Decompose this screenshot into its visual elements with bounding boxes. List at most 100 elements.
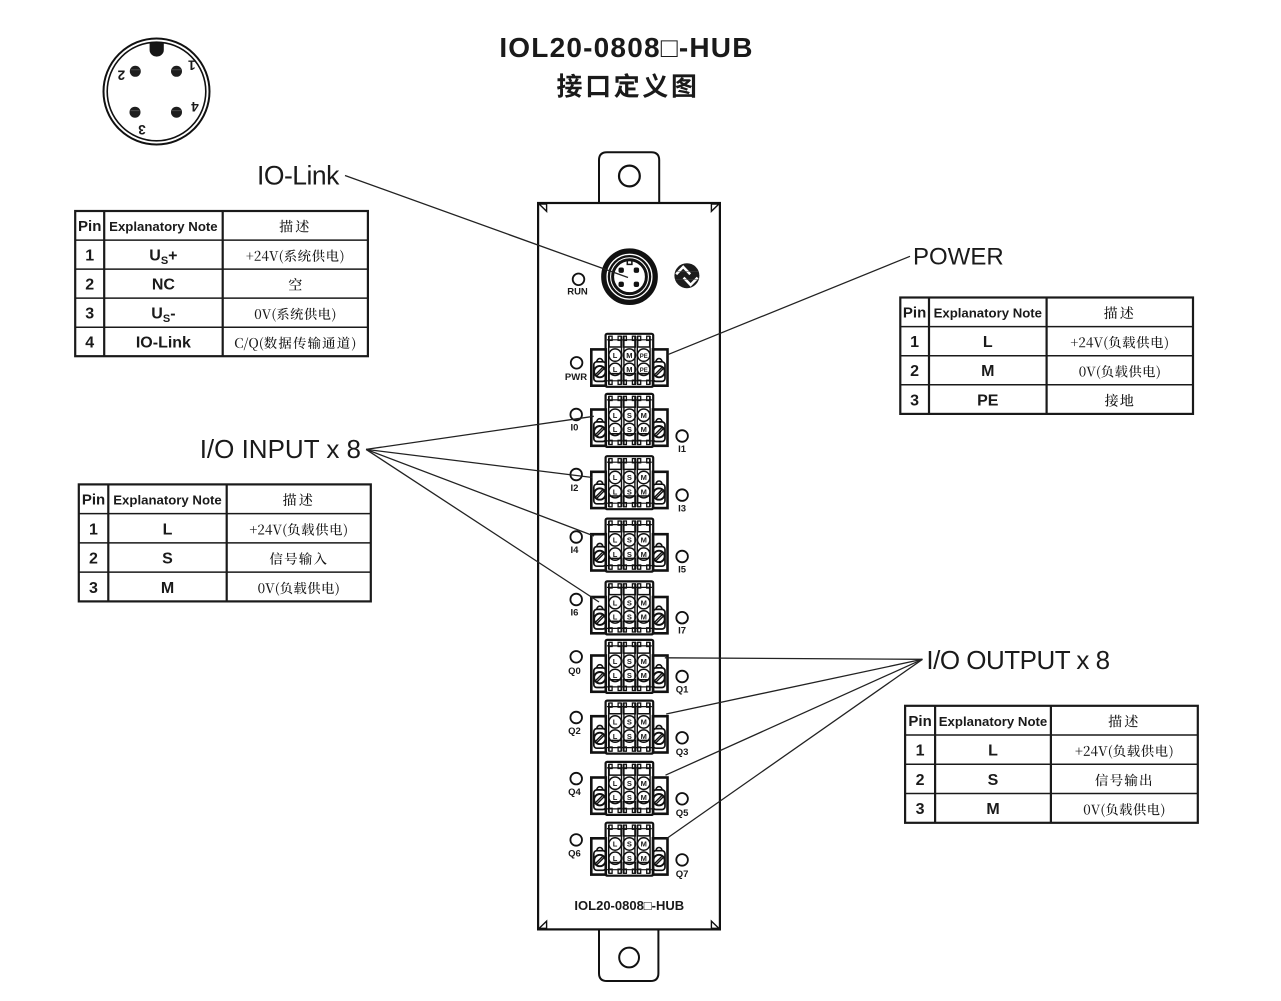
- svg-text:M: M: [626, 351, 632, 360]
- svg-text:M: M: [641, 718, 647, 727]
- svg-text:1: 1: [85, 248, 94, 265]
- svg-text:I6: I6: [571, 608, 579, 619]
- svg-text:S: S: [162, 551, 173, 568]
- svg-text:2: 2: [89, 551, 98, 568]
- svg-text:M: M: [641, 550, 647, 559]
- svg-text:Explanatory Note: Explanatory Note: [939, 714, 1047, 729]
- svg-text:I3: I3: [678, 504, 686, 515]
- svg-text:L: L: [613, 550, 618, 559]
- svg-text:I4: I4: [571, 545, 580, 556]
- svg-text:S: S: [627, 718, 632, 727]
- svg-text:L: L: [613, 411, 618, 420]
- svg-text:S: S: [627, 657, 632, 666]
- svg-text:IOL20-0808□-HUB: IOL20-0808□-HUB: [574, 898, 684, 913]
- svg-text:L: L: [163, 521, 173, 538]
- svg-text:L: L: [613, 657, 618, 666]
- svg-text:Explanatory Note: Explanatory Note: [109, 219, 217, 234]
- svg-text:I2: I2: [571, 483, 579, 494]
- svg-text:NC: NC: [152, 277, 176, 294]
- svg-text:I7: I7: [678, 626, 686, 637]
- svg-text:Q3: Q3: [676, 747, 689, 758]
- svg-text:S: S: [627, 550, 632, 559]
- svg-text:PE: PE: [977, 392, 999, 409]
- svg-text:M: M: [626, 365, 632, 374]
- svg-text:2: 2: [85, 277, 94, 294]
- svg-text:S: S: [627, 411, 632, 420]
- svg-text:PWR: PWR: [565, 372, 587, 383]
- svg-text:S: S: [627, 425, 632, 434]
- svg-text:2: 2: [118, 68, 126, 83]
- svg-text:Pin: Pin: [82, 492, 105, 509]
- svg-text:I5: I5: [678, 565, 687, 576]
- svg-text:L: L: [613, 613, 618, 622]
- svg-text:Q7: Q7: [676, 869, 689, 880]
- svg-text:Q6: Q6: [568, 849, 581, 860]
- svg-text:S: S: [627, 613, 632, 622]
- svg-text:S: S: [627, 793, 632, 802]
- svg-text:3: 3: [85, 306, 94, 323]
- svg-text:Explanatory Note: Explanatory Note: [113, 493, 221, 508]
- svg-text:S: S: [627, 732, 632, 741]
- svg-text:Q0: Q0: [568, 666, 581, 677]
- svg-text:POWER: POWER: [913, 244, 1004, 271]
- svg-text:S: S: [988, 772, 999, 789]
- svg-text:4: 4: [85, 335, 94, 352]
- svg-text:S: S: [627, 671, 632, 680]
- svg-text:3: 3: [138, 122, 146, 137]
- svg-text:3: 3: [89, 580, 98, 597]
- svg-text:L: L: [613, 854, 618, 863]
- svg-text:L: L: [613, 732, 618, 741]
- svg-text:Q4: Q4: [568, 787, 581, 798]
- svg-text:Q5: Q5: [676, 808, 689, 819]
- svg-text:L: L: [613, 425, 618, 434]
- svg-text:US+: US+: [149, 248, 177, 268]
- svg-text:M: M: [641, 425, 647, 434]
- svg-text:L: L: [613, 536, 618, 545]
- svg-text:IOL20-0808□-HUB: IOL20-0808□-HUB: [499, 32, 753, 63]
- svg-text:L: L: [613, 598, 618, 607]
- svg-text:M: M: [641, 613, 647, 622]
- svg-text:S: S: [627, 487, 632, 496]
- svg-text:M: M: [981, 363, 994, 380]
- svg-text:S: S: [627, 779, 632, 788]
- svg-text:M: M: [641, 840, 647, 849]
- svg-text:Q1: Q1: [676, 684, 689, 695]
- svg-text:L: L: [613, 840, 618, 849]
- svg-text:S: S: [627, 536, 632, 545]
- svg-text:S: S: [627, 473, 632, 482]
- svg-text:M: M: [641, 473, 647, 482]
- svg-text:M: M: [641, 411, 647, 420]
- svg-text:L: L: [613, 793, 618, 802]
- svg-text:2: 2: [910, 363, 919, 380]
- svg-text:1: 1: [916, 743, 925, 760]
- svg-text:L: L: [988, 743, 998, 760]
- svg-text:L: L: [613, 779, 618, 788]
- svg-text:1: 1: [188, 58, 196, 73]
- svg-text:2: 2: [916, 772, 925, 789]
- svg-text:I/O INPUT x 8: I/O INPUT x 8: [200, 434, 361, 464]
- svg-text:L: L: [613, 473, 618, 482]
- svg-text:M: M: [641, 732, 647, 741]
- svg-text:L: L: [613, 365, 618, 374]
- svg-text:M: M: [641, 536, 647, 545]
- svg-text:M: M: [161, 580, 174, 597]
- svg-text:3: 3: [916, 801, 925, 818]
- svg-text:I1: I1: [678, 444, 687, 455]
- svg-text:M: M: [641, 793, 647, 802]
- svg-text:M: M: [641, 598, 647, 607]
- svg-text:M: M: [641, 487, 647, 496]
- svg-text:M: M: [641, 657, 647, 666]
- svg-text:L: L: [983, 334, 993, 351]
- svg-text:IO-Link: IO-Link: [136, 335, 191, 352]
- svg-text:4: 4: [191, 99, 199, 114]
- svg-text:M: M: [986, 801, 999, 818]
- svg-text:US-: US-: [151, 306, 175, 326]
- svg-text:S: S: [627, 598, 632, 607]
- svg-text:Explanatory Note: Explanatory Note: [934, 306, 1042, 321]
- svg-text:L: L: [613, 487, 618, 496]
- svg-text:1: 1: [89, 521, 98, 538]
- svg-text:L: L: [613, 351, 618, 360]
- svg-text:L: L: [613, 671, 618, 680]
- svg-text:1: 1: [910, 334, 919, 351]
- svg-text:I0: I0: [571, 423, 579, 434]
